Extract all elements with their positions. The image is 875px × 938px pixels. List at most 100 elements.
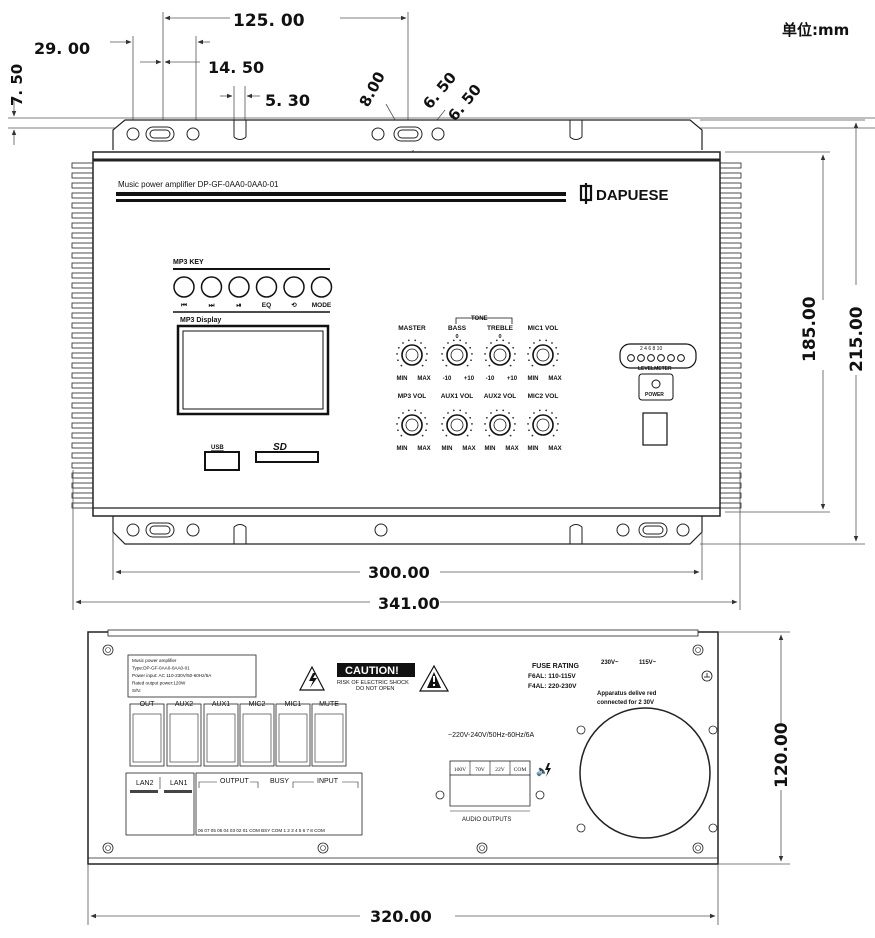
knob-tick xyxy=(465,342,467,344)
mp3-display-screen xyxy=(176,324,330,416)
knob-tick xyxy=(514,353,516,355)
knob[interactable] xyxy=(489,344,511,366)
knob-min: MIN xyxy=(528,376,539,382)
level-led xyxy=(657,354,665,362)
knob-label: MIC2 VOL xyxy=(528,393,559,400)
mp3-button[interactable] xyxy=(173,276,195,298)
jack-label: MUTE xyxy=(319,701,339,708)
knob-tick xyxy=(414,409,417,412)
power-switch[interactable] xyxy=(642,412,668,446)
fuse-rating-1: F6AL: 110-115V xyxy=(528,673,576,680)
fin xyxy=(71,272,94,279)
power-led xyxy=(651,379,661,389)
knob-tick xyxy=(397,359,399,362)
fin xyxy=(71,472,94,479)
fin xyxy=(71,182,94,189)
knob-tick xyxy=(459,409,462,412)
mp3-button[interactable] xyxy=(200,276,223,298)
knob-tick xyxy=(528,416,531,419)
knob-tick xyxy=(531,364,534,367)
knob-tick xyxy=(545,409,548,412)
dim-215: 215.00 xyxy=(847,306,867,372)
dim-125: 125. 00 xyxy=(233,11,305,31)
knob-tick xyxy=(459,339,462,342)
lan1-port[interactable] xyxy=(164,790,192,793)
knob-tick xyxy=(426,423,428,425)
knob-tick xyxy=(531,434,534,437)
knob-tick xyxy=(502,409,505,412)
knob-tick xyxy=(555,346,558,349)
knob-max: MAX xyxy=(417,446,430,452)
brand-logo: DAPUESE xyxy=(579,183,669,204)
level-label: LEVELMETER xyxy=(638,366,672,372)
knob-label: BASS xyxy=(448,325,467,332)
knob-tick xyxy=(447,342,449,344)
rating-line: S/N: xyxy=(132,688,141,693)
knob-tick xyxy=(533,412,535,414)
knob[interactable] xyxy=(532,344,554,366)
fin xyxy=(71,462,94,469)
knob[interactable] xyxy=(446,344,468,366)
mp3-button[interactable] xyxy=(310,276,333,298)
knob-tick xyxy=(465,412,467,414)
knob-tick xyxy=(397,416,400,419)
knob-tick xyxy=(508,412,510,414)
fin xyxy=(719,182,742,189)
tap-label: 100V xyxy=(454,767,466,773)
fin xyxy=(71,332,94,339)
knob-tick xyxy=(466,434,469,437)
screw-inner xyxy=(695,647,701,653)
rating-line: Music power amplifier xyxy=(132,658,177,663)
knob-tick xyxy=(407,409,410,412)
fin xyxy=(719,472,742,479)
jack-inner xyxy=(206,713,236,763)
mp3-button[interactable] xyxy=(228,276,250,298)
tone-label: TONE xyxy=(471,316,488,322)
usb-port[interactable] xyxy=(204,451,240,471)
tap-label: 70V xyxy=(475,767,485,773)
screw-inner xyxy=(695,845,701,851)
knob-tick xyxy=(513,359,515,362)
lan2-port[interactable] xyxy=(130,790,158,793)
knob[interactable] xyxy=(489,414,511,436)
dim-14-5: 14. 50 xyxy=(208,58,264,77)
knob-tick xyxy=(442,416,445,419)
input-label: INPUT xyxy=(317,778,339,785)
ground-icon xyxy=(701,670,713,682)
knob-min: -10 xyxy=(486,376,495,382)
knob[interactable] xyxy=(446,414,468,436)
knob-tick xyxy=(469,346,472,349)
fin xyxy=(71,212,94,219)
fin xyxy=(71,162,94,169)
apparatus-line-1: Apparatus delive red xyxy=(597,691,657,697)
knob-tick xyxy=(421,434,424,437)
rating-label xyxy=(127,654,257,698)
sd-card-slot[interactable] xyxy=(255,451,319,463)
knob-tick xyxy=(397,429,399,432)
mp3-button[interactable] xyxy=(283,276,305,298)
mp3-button[interactable] xyxy=(255,276,278,298)
fin xyxy=(71,242,94,249)
busy-label: BUSY xyxy=(270,778,289,785)
fin xyxy=(719,452,742,459)
level-led xyxy=(677,354,685,362)
power-spec: ~220V-240V/50Hz-60Hz/6A xyxy=(448,732,535,739)
jack-label: AUX2 xyxy=(175,701,193,708)
caution-title: CAUTION! xyxy=(345,665,399,677)
knob-tick xyxy=(551,342,553,344)
knob[interactable] xyxy=(532,414,554,436)
knob-tick xyxy=(425,429,427,432)
knob-tick xyxy=(414,339,417,342)
knob-tick xyxy=(441,353,443,355)
knob[interactable] xyxy=(401,414,423,436)
fan-cutout xyxy=(576,707,718,839)
fin xyxy=(71,342,94,349)
knob[interactable] xyxy=(401,344,423,366)
fin xyxy=(71,392,94,399)
knob-tick xyxy=(442,346,445,349)
fin xyxy=(719,462,742,469)
knob-tick xyxy=(484,353,486,355)
rear-dimensions xyxy=(87,631,790,925)
level-scale: 2 4 6 8 10 xyxy=(640,346,662,352)
